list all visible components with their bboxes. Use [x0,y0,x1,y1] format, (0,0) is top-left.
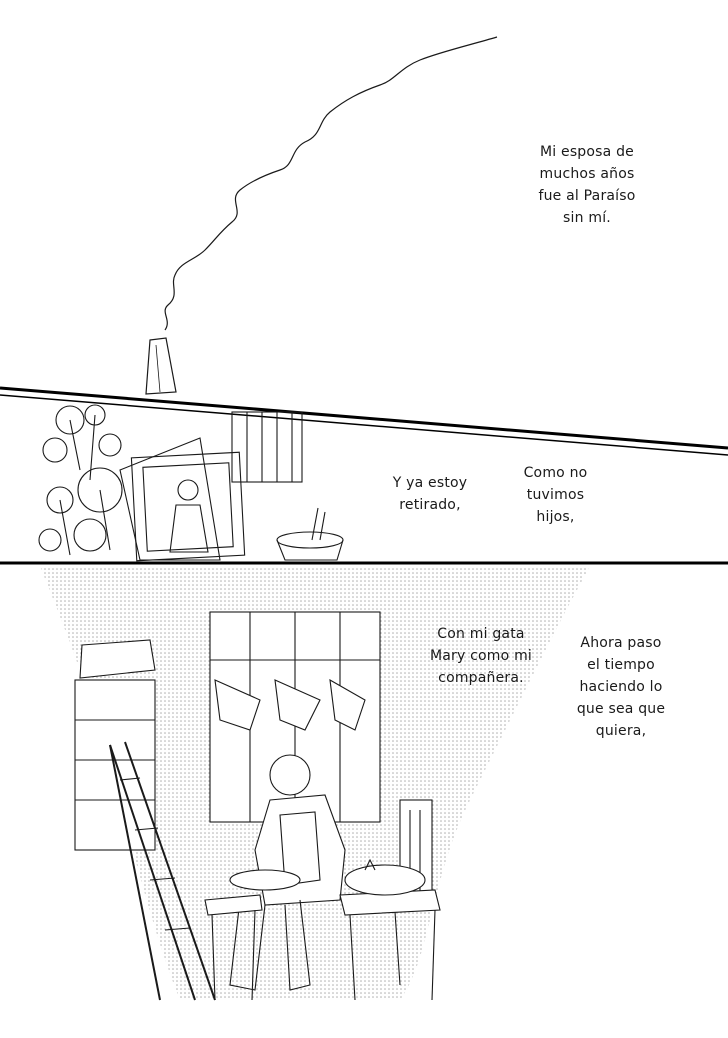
caption-wife-line-2: muchos años [539,166,635,182]
painter-studio-drawing [74,611,441,1001]
caption-wife-line-1: Mi esposa de [539,144,634,160]
caption-now-line-3: haciendo lo [579,679,663,695]
caption-now-line-1: Ahora paso [580,635,662,651]
caption-now: Ahora paso el tiempo haciendo lo que sea… [566,632,676,742]
caption-cat: Con mi gata Mary como mi compañera. [422,623,540,689]
caption-now-line-2: el tiempo [587,657,655,673]
caption-retired-line-1: Y ya estoy [392,475,468,491]
chimney-smoke-drawing [145,36,498,395]
flowers-portrait-drawing [38,404,344,562]
caption-cat-line-2: Mary como mi [430,648,532,664]
caption-wife-line-4: sin mí. [563,210,611,226]
caption-now-line-5: quiera, [595,723,647,739]
caption-cat-line-1: Con mi gata [437,626,525,642]
caption-wife: Mi esposa de muchos años fue al Paraíso … [527,141,647,229]
panel-borders [0,386,728,565]
caption-retired-line-2: retirado, [399,497,461,513]
caption-no-children-line-3: hijos, [536,509,575,525]
caption-now-line-4: que sea que [576,701,666,717]
caption-no-children-line-2: tuvimos [526,487,585,503]
caption-cat-line-3: compañera. [438,670,524,686]
caption-no-children: Como no tuvimos hijos, [508,462,603,528]
caption-wife-line-3: fue al Paraíso [538,188,636,204]
caption-retired: Y ya estoy retirado, [380,472,480,516]
caption-no-children-line-1: Como no [523,465,588,481]
